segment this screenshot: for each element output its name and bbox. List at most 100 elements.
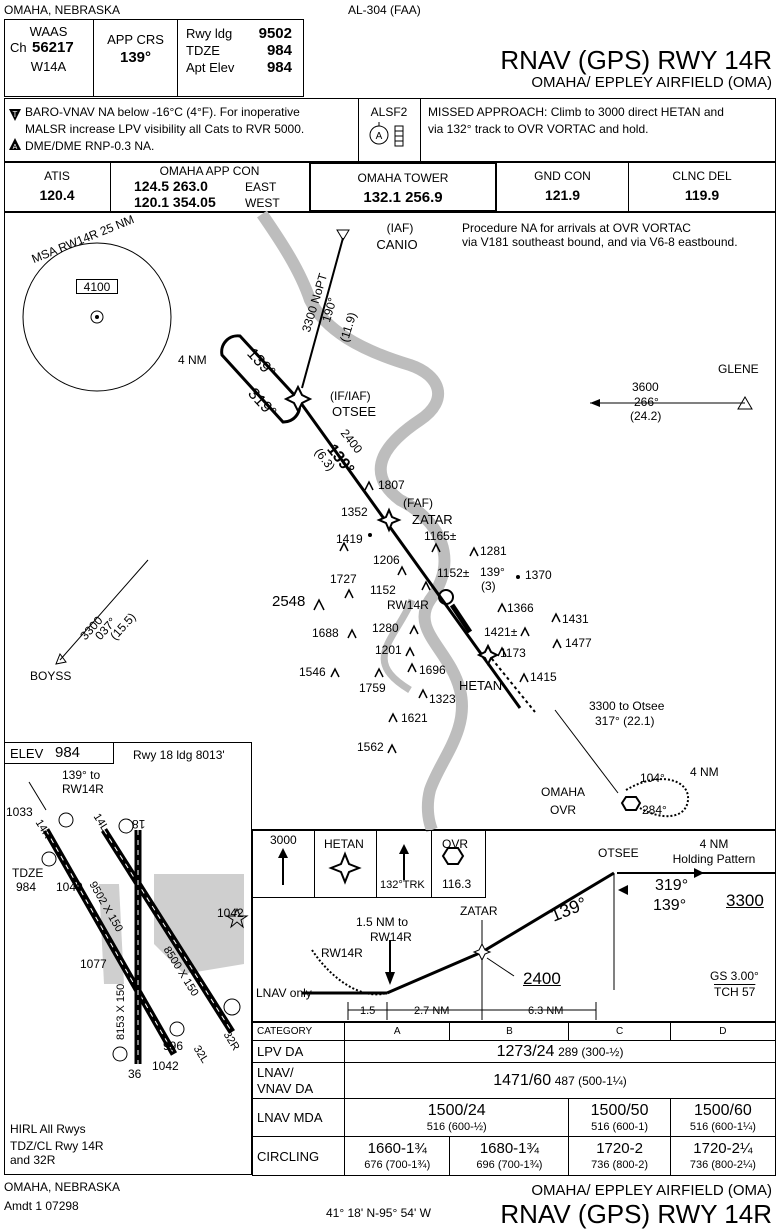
footer-coordinates: 41° 18' N-95° 54' W xyxy=(326,1206,431,1220)
elev-1040: 1040 xyxy=(56,880,83,894)
ch-label: Ch xyxy=(10,40,27,55)
lnav-ab-height: 516 (600-½) xyxy=(426,1121,487,1134)
circ-d-mda: 1720-2¼ xyxy=(693,1139,753,1157)
lpv-height: 289 (300-½) xyxy=(558,1044,624,1059)
note-dme: DME/DME RNP-0.3 NA. xyxy=(25,139,155,153)
note-malsr: MALSR increase LPV visibility all Cats t… xyxy=(25,122,305,136)
app-crs-label: APP CRS xyxy=(107,32,164,47)
ovr-holding-pattern xyxy=(625,778,690,818)
rnp-triangle-icon: A xyxy=(9,138,21,151)
hetan-label: HETAN xyxy=(459,678,503,693)
lpv-label: LPV DA xyxy=(251,1040,346,1063)
elev-1807: 1807 xyxy=(378,478,405,492)
profile-hold-label: Holding Pattern xyxy=(672,852,756,866)
baro-vnav-triangle-icon: T xyxy=(9,109,21,121)
elev-1415: 1415 xyxy=(530,670,557,684)
app-con-label: OMAHA APP CON xyxy=(159,164,260,178)
circ-d-minimums: 1720-2¼ 736 (800-2¼) xyxy=(669,1136,777,1176)
elev-label: ELEV xyxy=(10,746,44,761)
circ-c-mda: 1720-2 xyxy=(596,1139,643,1157)
elev-1477: 1477 xyxy=(565,636,592,650)
lnav-d-height: 516 (600-1¼) xyxy=(689,1121,756,1134)
elev-1280: 1280 xyxy=(372,621,399,635)
lnav-ab-minimums: 1500/24 516 (600-½) xyxy=(344,1098,570,1137)
circ-b-height: 696 (700-1¾) xyxy=(476,1159,543,1172)
airport-diagram-graphics xyxy=(28,781,249,1064)
lnav-vnav-label-2: VNAV xyxy=(257,1080,292,1096)
rw14r-waypoint-icon xyxy=(438,589,454,605)
notes-box xyxy=(4,98,776,162)
rwy-ldg-value: 9502 xyxy=(258,25,292,42)
cat-a-header: A xyxy=(344,1022,451,1041)
circ-b-mda: 1680-1¾ xyxy=(479,1139,540,1157)
circ-d-height: 736 (800-2¼) xyxy=(689,1159,756,1172)
profile-rw14r: RW14R xyxy=(321,946,363,960)
profile-crs-139-out: 139° xyxy=(653,897,687,914)
lnav-c-height: 516 (600-1) xyxy=(591,1121,648,1134)
rw14r-label: RW14R xyxy=(387,598,429,612)
elev-1759: 1759 xyxy=(359,681,386,695)
footer-title: RNAV (GPS) RWY 14R xyxy=(500,1199,772,1229)
profile-alt-2400: 2400 xyxy=(523,969,561,988)
app-freq-1: 124.5 263.0 xyxy=(134,178,208,194)
header-location: OMAHA, NEBRASKA xyxy=(4,3,121,17)
elev-1562: 1562 xyxy=(357,740,384,754)
lnav-mda-label: LNAV MDA xyxy=(251,1098,346,1137)
clnc-label: CLNC DEL xyxy=(672,169,732,183)
river xyxy=(257,210,468,833)
otsee-if-iaf: (IF/IAF) xyxy=(330,389,371,403)
rwy-36-label: 36 xyxy=(128,1067,142,1081)
tdzcl-note-2: and 32R xyxy=(10,1153,56,1167)
missed-approach-1: MISSED APPROACH: Climb to 3000 direct HE… xyxy=(428,105,724,119)
tower-freq: 132.1 256.9 xyxy=(363,189,443,206)
cat-b-header: B xyxy=(449,1022,570,1041)
clnc-freq: 119.9 xyxy=(684,187,720,203)
canio-iaf: (IAF) xyxy=(386,221,414,235)
proc-na-2: via V181 southeast bound, and via V6-8 e… xyxy=(462,235,738,249)
elev-1033: 1033 xyxy=(6,805,33,819)
final-course-label: 139° xyxy=(480,565,505,579)
ovr-outbound: 284° xyxy=(642,803,667,817)
apt-elev-value: 984 xyxy=(266,59,292,76)
elev-1366: 1366 xyxy=(507,601,534,615)
waas-label: WAAS xyxy=(29,24,68,39)
elev-1696: 1696 xyxy=(419,663,446,677)
obstacle-markers xyxy=(313,480,562,754)
cat-header: CATEGORY xyxy=(251,1022,346,1041)
footer-location: OMAHA, NEBRASKA xyxy=(4,1180,121,1194)
elev-value: 984 xyxy=(55,744,81,761)
glene-course: 266° xyxy=(634,395,659,409)
ma-ovr-freq: 116.3 xyxy=(442,877,472,891)
tdze-value-diagram: 984 xyxy=(16,880,37,894)
distance-6-3: 6.3 NM xyxy=(528,1005,564,1017)
waas-id: W14A xyxy=(30,59,67,74)
elev-1727: 1727 xyxy=(330,572,357,586)
elev-1323: 1323 xyxy=(429,692,456,706)
profile-zatar: ZATAR xyxy=(460,904,498,918)
msa-center-icon xyxy=(90,310,104,324)
circ-b-minimums: 1680-1¾ 696 (700-1¾) xyxy=(449,1136,570,1176)
zatar-fix-icon xyxy=(376,507,402,533)
glene-distance: (24.2) xyxy=(630,409,662,423)
gnd-freq: 121.9 xyxy=(544,187,581,203)
footer-amendment: Amdt 1 07298 xyxy=(4,1199,79,1213)
lnav-ab-mda: 1500/24 xyxy=(427,1101,486,1119)
rwy-ldg-label: Rwy ldg xyxy=(186,26,233,41)
ma-alt-3000: 3000 xyxy=(270,833,297,847)
elev-1281: 1281 xyxy=(480,544,507,558)
chart-id: AL-304 (FAA) xyxy=(348,3,421,17)
atis-freq: 120.4 xyxy=(39,187,75,203)
river-branch xyxy=(380,598,416,694)
app-dir-2: WEST xyxy=(245,196,280,210)
ovr-hold-distance: 4 NM xyxy=(690,765,719,779)
hirl-note: HIRL All Rwys xyxy=(10,1122,86,1136)
distance-2-7: 2.7 NM xyxy=(414,1005,450,1017)
otsee-label: OTSEE xyxy=(332,404,377,419)
to-rw-label: 139° to xyxy=(62,768,101,782)
lnav-vnav-height: 487 (500-1¼) xyxy=(554,1073,627,1088)
elev-1421: 1421± xyxy=(484,625,518,639)
ma-hetan: HETAN xyxy=(324,837,364,851)
threshold-crossing-height: TCH 57 xyxy=(714,985,756,999)
